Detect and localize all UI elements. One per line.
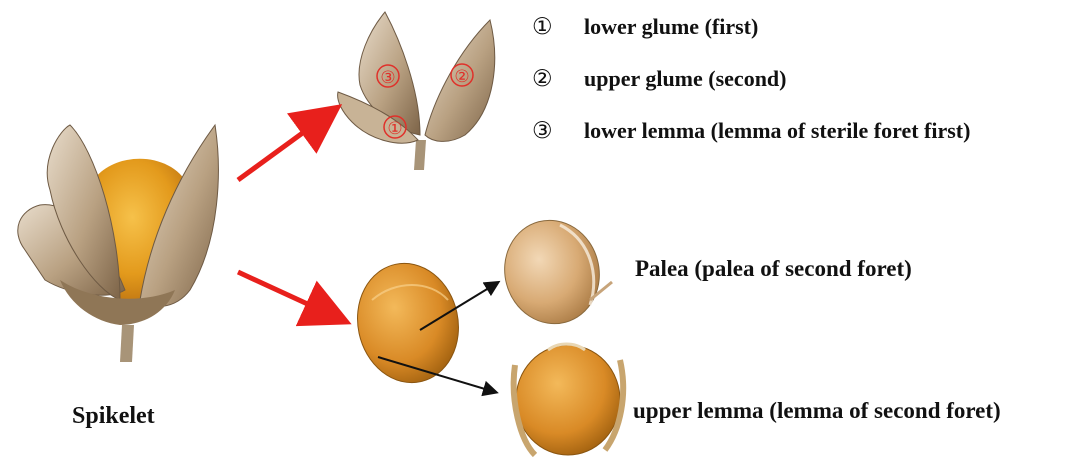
seed-photo	[347, 254, 470, 392]
legend-text: upper glume (second)	[584, 66, 787, 92]
arrow-to-glumes	[238, 113, 330, 180]
legend-item-upper-glume: ② upper glume (second)	[532, 66, 787, 92]
upper-lemma-label: upper lemma (lemma of second foret)	[633, 398, 1001, 424]
legend-marker: ①	[532, 14, 572, 40]
palea-label: Palea (palea of second foret)	[635, 256, 912, 282]
legend-text: lower lemma (lemma of sterile foret firs…	[584, 118, 970, 144]
legend-text: lower glume (first)	[584, 14, 758, 40]
photo-marker-3: ③	[380, 68, 395, 88]
spikelet-label: Spikelet	[72, 403, 155, 430]
glumes-photo	[338, 12, 495, 170]
arrow-to-seed	[238, 272, 338, 318]
legend-marker: ②	[532, 66, 572, 92]
spikelet-photo	[18, 125, 219, 362]
palea-photo	[493, 210, 612, 335]
legend-item-lower-lemma: ③ lower lemma (lemma of sterile foret fi…	[532, 118, 970, 144]
legend-marker: ③	[532, 118, 572, 144]
photo-marker-1: ①	[387, 119, 402, 139]
upper-lemma-photo	[514, 344, 623, 455]
legend-item-lower-glume: ① lower glume (first)	[532, 14, 758, 40]
photo-marker-2: ②	[454, 67, 469, 87]
